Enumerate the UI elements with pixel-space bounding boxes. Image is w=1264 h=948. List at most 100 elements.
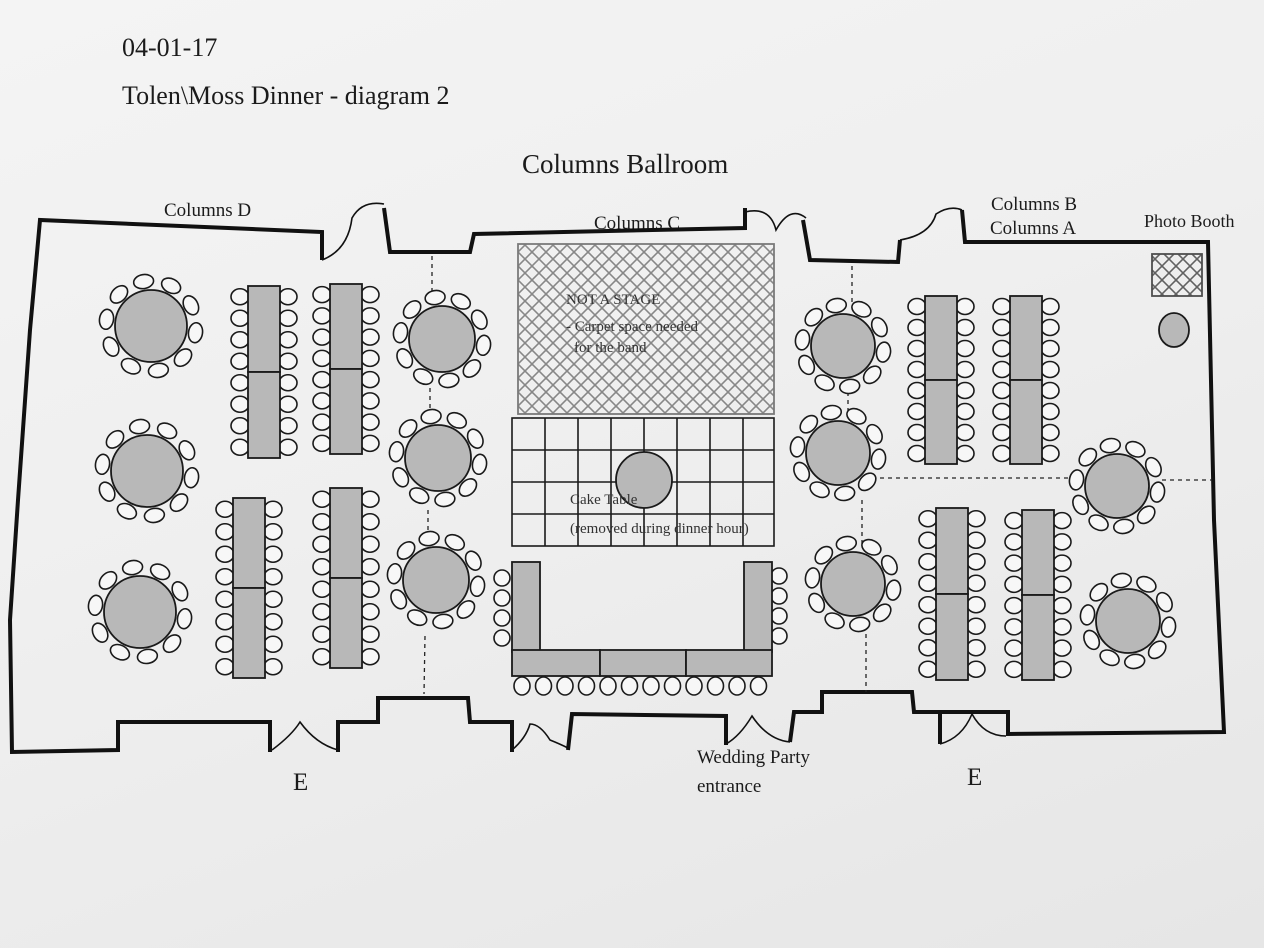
round-table — [408, 305, 476, 373]
chair — [1136, 505, 1156, 525]
chair — [804, 567, 821, 589]
chair — [446, 411, 468, 429]
chair — [907, 360, 927, 379]
chair — [992, 297, 1012, 316]
chair — [230, 438, 250, 457]
chair — [918, 595, 938, 614]
chair — [865, 423, 883, 445]
chair — [215, 567, 235, 586]
chair — [907, 402, 927, 421]
chair — [1144, 456, 1162, 478]
chair — [312, 392, 332, 410]
head-table-segment — [511, 561, 541, 653]
chair — [1052, 618, 1072, 636]
chair — [1099, 437, 1122, 454]
chair — [1004, 511, 1024, 530]
chair — [91, 622, 109, 643]
chair — [857, 472, 877, 492]
chair — [1004, 554, 1024, 572]
chair — [160, 277, 182, 295]
chair — [1052, 660, 1072, 679]
round-table — [404, 424, 472, 492]
chair — [728, 676, 746, 696]
chair — [230, 416, 250, 435]
chair — [312, 490, 332, 509]
banquet-table — [329, 577, 363, 669]
banquet-table — [1021, 594, 1055, 681]
chair — [360, 535, 380, 554]
chair — [870, 448, 887, 470]
chair — [278, 309, 298, 328]
chair — [183, 466, 200, 489]
chair — [814, 545, 834, 565]
chair — [312, 512, 332, 531]
chair — [848, 616, 871, 633]
chair — [360, 285, 380, 304]
chair — [360, 602, 380, 621]
chair — [402, 300, 422, 319]
chair — [1004, 639, 1024, 657]
chair — [1040, 339, 1060, 358]
entrance-label-left: E — [293, 769, 308, 796]
banquet-table — [329, 283, 363, 370]
chair — [1004, 660, 1024, 679]
chair — [966, 638, 986, 657]
chair — [263, 635, 283, 654]
chair — [420, 408, 442, 425]
banquet-table — [1009, 379, 1043, 465]
chair — [147, 362, 170, 379]
chair — [808, 592, 826, 614]
chair — [360, 647, 380, 666]
chair — [132, 273, 155, 290]
chair — [749, 676, 768, 696]
head-table-segment — [599, 649, 687, 677]
chair — [398, 419, 418, 438]
chair — [918, 509, 938, 528]
room-wall — [788, 690, 940, 743]
chair — [470, 309, 488, 330]
chair — [798, 354, 816, 376]
chair — [215, 545, 235, 564]
chair — [215, 612, 235, 631]
chair — [392, 467, 410, 488]
chair — [1079, 604, 1096, 626]
chair — [1040, 444, 1060, 463]
chair — [955, 297, 975, 316]
chair — [263, 590, 283, 609]
chair — [360, 349, 380, 368]
chair — [469, 575, 486, 598]
chair — [907, 444, 927, 463]
round-table — [805, 420, 871, 486]
chair — [918, 617, 938, 636]
chair — [464, 550, 482, 571]
chair — [804, 307, 824, 327]
banquet-table — [935, 593, 969, 681]
chair — [312, 557, 332, 576]
chair — [360, 580, 380, 599]
event-title: Tolen\Moss Dinner - diagram 2 — [122, 81, 449, 110]
chair — [143, 507, 166, 524]
chair — [846, 407, 867, 425]
chair — [312, 285, 332, 304]
chair — [1052, 639, 1072, 657]
chair — [312, 328, 332, 346]
chair — [1088, 514, 1109, 532]
chair — [312, 535, 332, 554]
chair — [907, 297, 927, 316]
room-wall — [566, 711, 728, 751]
banquet-table — [924, 295, 958, 381]
chair — [1147, 640, 1167, 660]
chair — [360, 490, 380, 509]
chair — [1068, 469, 1085, 491]
chair — [907, 318, 927, 337]
chair — [992, 444, 1012, 463]
room-wall — [7, 217, 324, 755]
round-table — [110, 434, 184, 508]
chair — [215, 500, 235, 519]
chair — [1040, 423, 1060, 442]
chair — [966, 552, 986, 571]
chair — [799, 414, 819, 434]
chair — [116, 502, 138, 520]
chair — [966, 509, 986, 528]
